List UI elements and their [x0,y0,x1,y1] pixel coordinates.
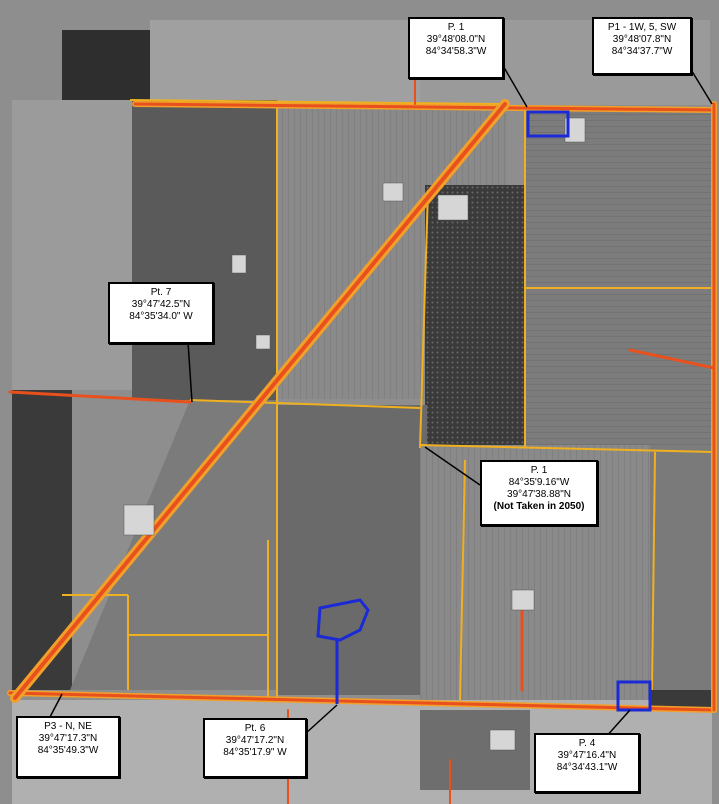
callout-point-1: P. 1 39°48'08.0"N 84°34'58.3"W [408,17,504,79]
field-west-upper [12,100,132,390]
highlight-sites [316,110,652,712]
callout-lon: 84°35'34.0" W [129,311,193,322]
farmsteads [123,117,586,751]
callout-lat: 39°47'17.2"N [225,735,285,746]
callout-title: P. 4 [578,738,596,749]
roads [7,19,717,804]
callout-lon: 84°35'17.9" W [223,747,287,758]
field-se-dark [650,690,715,710]
field-dotted-crop [425,185,525,445]
field-west-strip [132,100,277,400]
field-triangle-west [70,400,277,690]
callout-note: (Not Taken in 2050) [493,501,585,512]
callout-title: P. 1 [447,22,465,33]
callout-lon: 84°34'43.1"W [556,762,618,773]
callout-lon: 84°34'37.7"W [611,46,673,57]
callout-line2: 39°47'38.88"N [507,489,571,500]
leader-lines [49,63,713,739]
callout-point-4: P. 4 39°47'16.4"N 84°34'43.1"W [534,733,640,793]
callout-title: Pt. 6 [244,723,266,734]
callout-lat: 39°47'16.4"N [557,750,617,761]
callout-point-3: P3 - N, NE 39°47'17.3"N 84°35'49.3"W [16,716,120,778]
callout-title: P. 1 [530,465,548,476]
callout-title: P1 - 1W, 5, SW [607,22,677,33]
field-east [525,110,715,450]
callout-lon: 84°35'49.3"W [37,745,99,756]
field-center-south [277,405,427,695]
callout-point-7: Pt. 7 39°47'42.5"N 84°35'34.0" W [108,282,214,344]
callout-lat: 39°48'07.8"N [612,34,672,45]
callout-lat: 39°48'08.0"N [426,34,486,45]
callout-lat: 39°47'17.3"N [38,733,98,744]
callout-point-1w: P1 - 1W, 5, SW 39°48'07.8"N 84°34'37.7"W [592,17,692,75]
callout-lat: 39°47'42.5"N [131,299,191,310]
callout-title: P3 - N, NE [44,721,92,732]
callout-point-6: Pt. 6 39°47'17.2"N 84°35'17.9" W [203,718,307,778]
callout-lon: 84°34'58.3"W [425,46,487,57]
callout-title: Pt. 7 [150,287,172,298]
callout-line1: 84°35'9.16"W [508,477,570,488]
field-southeast [650,450,715,690]
parcel-boundaries [62,99,715,701]
field-n-light [150,20,420,102]
callout-point-mid: P. 1 84°35'9.16"W 39°47'38.88"N (Not Tak… [480,460,598,526]
